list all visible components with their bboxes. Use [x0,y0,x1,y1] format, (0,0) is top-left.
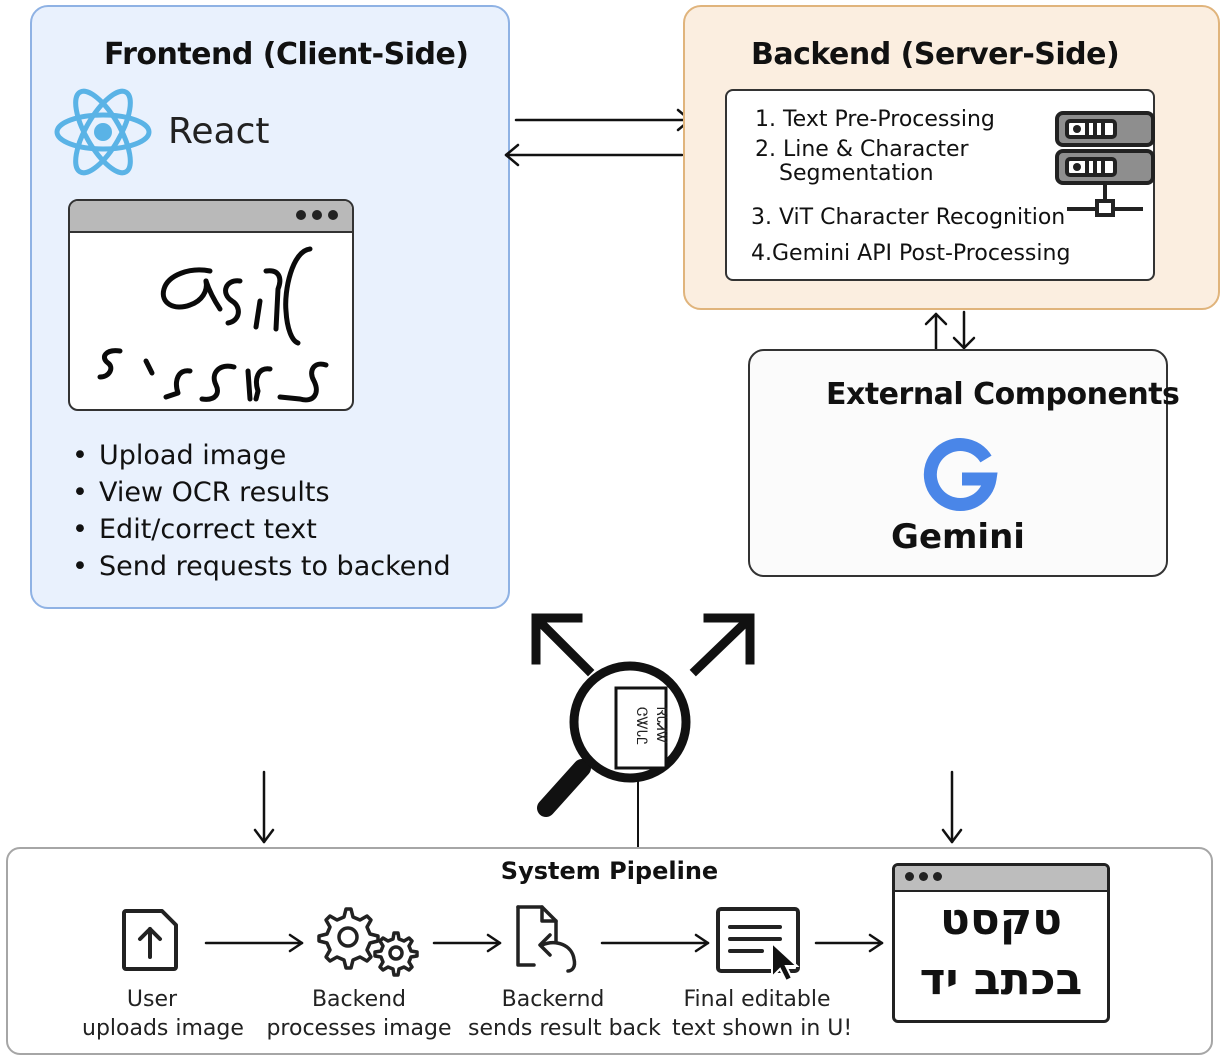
stage-caption: User uploads image [82,987,244,1041]
feature-item: Edit/correct text [72,511,451,548]
frontend-feature-list: Upload image View OCR results Edit/corre… [72,437,451,585]
result-window: טקסט בכתב יד [892,863,1110,1023]
pipeline-title: System Pipeline [500,857,719,885]
window-dots [296,210,338,220]
stage-caption: Final editable text shown in U! [672,987,853,1041]
backend-panel: Backend (Server-Side) 1. Text Pre-Proces… [683,5,1220,310]
preview-titlebar [70,201,352,233]
external-components-panel: External Components Gemini [748,349,1180,577]
react-label: React [168,111,270,152]
backend-external-arrows [924,310,976,352]
gemini-label: Gemini [891,517,1025,557]
pipeline-arrow [600,933,710,953]
pipeline-arrow [814,933,884,953]
server-icon [1055,111,1155,217]
result-titlebar [895,866,1107,892]
feature-item: View OCR results [72,474,451,511]
document-return-icon [516,905,577,973]
backend-step: 1. Text Pre-Processing [755,107,995,132]
pipeline-left-down-arrow [253,770,275,844]
backend-title: Backend (Server-Side) [751,37,1120,72]
system-pipeline-panel: System Pipeline User uploads image Backe… [6,847,1213,1055]
handwritten-hebrew-image [97,246,329,403]
backend-step: 4.Gemini API Post-Processing [751,241,1071,266]
result-text-line2: בכתב יד [919,954,1083,1005]
window-dots [905,872,942,881]
external-title: External Components [826,377,1180,412]
stage-caption: Backernd sends result back [468,987,661,1041]
frontend-title: Frontend (Client-Side) [104,37,469,72]
result-text-line1: טקסט [939,894,1063,945]
handwriting-preview-window [68,199,354,411]
magnifier-lens-text: ᏒᏓᏗᏔ ᏣᏔᏓᏝ [633,707,669,746]
frontend-panel: Frontend (Client-Side) React [30,5,510,609]
google-g-icon [923,438,998,511]
pipeline-right-down-arrow [941,770,963,844]
feature-item: Send requests to backend [72,548,451,585]
pipeline-arrow [204,933,304,953]
feature-item: Upload image [72,437,451,474]
editable-text-cursor-icon [716,907,800,983]
gears-icon [317,907,419,977]
backend-step: Segmentation [779,161,934,186]
react-logo-icon [54,88,152,176]
backend-steps-box: 1. Text Pre-Processing 2. Line & Charact… [725,89,1155,281]
stage-caption: Backend processes image [266,987,452,1041]
backend-step: 2. Line & Character [755,137,969,162]
upload-icon [122,909,178,971]
magnifier-arrows-graphic [531,613,755,850]
frontend-backend-arrows [504,108,692,167]
backend-step: 3. ViT Character Recognition [751,205,1066,230]
pipeline-arrow [432,933,502,953]
